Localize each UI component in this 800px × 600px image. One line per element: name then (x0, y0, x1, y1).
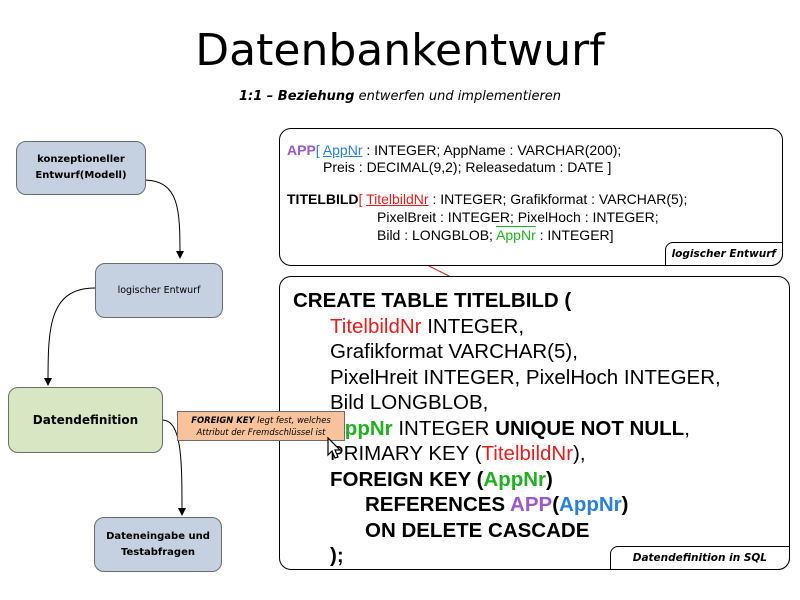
sql-l6-end: , (684, 416, 690, 440)
sql-pk-col: TitelbildNr (481, 442, 574, 465)
sql-primary-key: PRIMARY KEY ( (330, 442, 482, 465)
logical-design-tag: logischer Entwurf (664, 242, 783, 266)
sql-line-4: PixelHreit INTEGER, PixelHoch INTEGER, (330, 365, 721, 389)
sql-definition-panel: CREATE TABLE TITELBILD ( TitelbildNr INT… (279, 276, 790, 570)
sql-definition-tag: Datendefinition in SQL (609, 546, 790, 570)
sql-fk-col: AppNr (483, 467, 547, 491)
tb-line-3: Bild : LONGBLOB; AppNr : INTEGER] (377, 227, 614, 244)
tb-line1-rest: : INTEGER; Grafikformat : VARCHAR(5); (428, 191, 688, 207)
foreign-key-note: FOREIGN KEY legt fest, welches Attribut … (177, 411, 345, 441)
sql-line-9: REFERENCES APP(AppNr) (293, 492, 629, 518)
tb-name: TITELBILD (287, 191, 359, 207)
sql-line-8: FOREIGN KEY (AppNr) (293, 467, 553, 493)
arrow-konzept-logisch (142, 179, 184, 259)
subtitle-rest: entwerfen und implementieren (358, 89, 562, 104)
tb-line-2: PixelBreit : INTEGER; PixelHoch : INTEGE… (377, 209, 659, 225)
step-datendef-label: Datendefinition (32, 413, 139, 427)
sql-create-table: CREATE TABLE TITELBILD ( (293, 289, 572, 312)
app-line-2: Preis : DECIMAL(9,2); Releasedatum : DAT… (323, 159, 612, 175)
sql-unique-not-null: UNIQUE NOT NULL (495, 416, 685, 440)
logical-design-panel: APP[ AppNr : INTEGER; AppName : VARCHAR(… (279, 128, 783, 266)
sql-end: ); (330, 544, 344, 567)
arrow-logisch-datendef (44, 287, 96, 386)
sql-ref-table: APP (510, 493, 553, 516)
step-datendefinition: Datendefinition (8, 387, 163, 453)
app-open: [ (315, 142, 323, 158)
tb-line-1: TITELBILD[ TitelbildNr : INTEGER; Grafik… (287, 191, 687, 208)
sql-references: REFERENCES (365, 493, 511, 516)
sql-l8-end: ) (546, 467, 553, 491)
tb-open: [ (358, 191, 367, 207)
step-konzeptioneller-entwurf: konzeptioneller Entwurf(Modell) (16, 141, 146, 195)
sql-line-11: ); (293, 543, 344, 569)
step-eingabe-label: Dateneingabe und Testabfragen (106, 530, 210, 558)
step-konzept-label: konzeptioneller Entwurf(Modell) (35, 154, 127, 181)
sql-on-delete: ON DELETE CASCADE (365, 518, 590, 542)
app-line-1: APP[ AppNr : INTEGER; AppName : VARCHAR(… (287, 142, 621, 159)
sql-line-3: Grafikformat VARCHAR(5), (330, 340, 578, 363)
sql-foreign-key: FOREIGN KEY ( (330, 467, 484, 491)
app-line1-rest: : INTEGER; AppName : VARCHAR(200); (362, 142, 622, 158)
note-bold: FOREIGN KEY (191, 415, 255, 425)
note-rest: legt fest, welches Attribut der Fremdsch… (196, 415, 331, 437)
tb-line3-b: : INTEGER] (535, 227, 614, 243)
tb-fk: AppNr (496, 227, 536, 243)
sql-ref-col: AppNr (559, 493, 622, 516)
subtitle-bold: 1:1 – Beziehung (238, 89, 355, 104)
sql-l9-open: ( (552, 493, 560, 516)
sql-l2-rest: INTEGER, (421, 314, 525, 338)
sql-line-2: TitelbildNr INTEGER, (293, 314, 524, 340)
step-dateneingabe: Dateneingabe und Testabfragen (94, 517, 222, 572)
sql-line-6: AppNr INTEGER UNIQUE NOT NULL, (293, 416, 690, 442)
sql-line-5: Bild LONGBLOB, (330, 391, 489, 414)
sql-line-10: ON DELETE CASCADE (293, 518, 589, 544)
sql-l9-close: ) (621, 493, 629, 516)
app-key: AppNr (322, 142, 363, 158)
sql-l7-end: ), (573, 442, 586, 465)
sql-col-titelbildnr: TitelbildNr (330, 314, 422, 338)
arrow-datendef-eingabe (161, 419, 186, 516)
sql-l6-type: INTEGER (392, 416, 496, 440)
step-logisch-label: logischer Entwurf (117, 284, 201, 296)
sql-line-7: PRIMARY KEY (TitelbildNr), (293, 441, 586, 467)
page-subtitle: 1:1 – Beziehung entwerfen und implementi… (0, 89, 800, 104)
sql-col-appnr: AppNr (330, 416, 393, 440)
mouse-cursor-icon (327, 436, 342, 459)
app-name: APP (287, 142, 316, 158)
page-title: Datenbankentwurf (195, 25, 605, 76)
step-logischer-entwurf: logischer Entwurf (95, 263, 223, 318)
tb-key: TitelbildNr (366, 191, 429, 207)
tb-line3-a: Bild : LONGBLOB; (377, 227, 497, 243)
sql-line-1: CREATE TABLE TITELBILD ( (293, 288, 571, 314)
